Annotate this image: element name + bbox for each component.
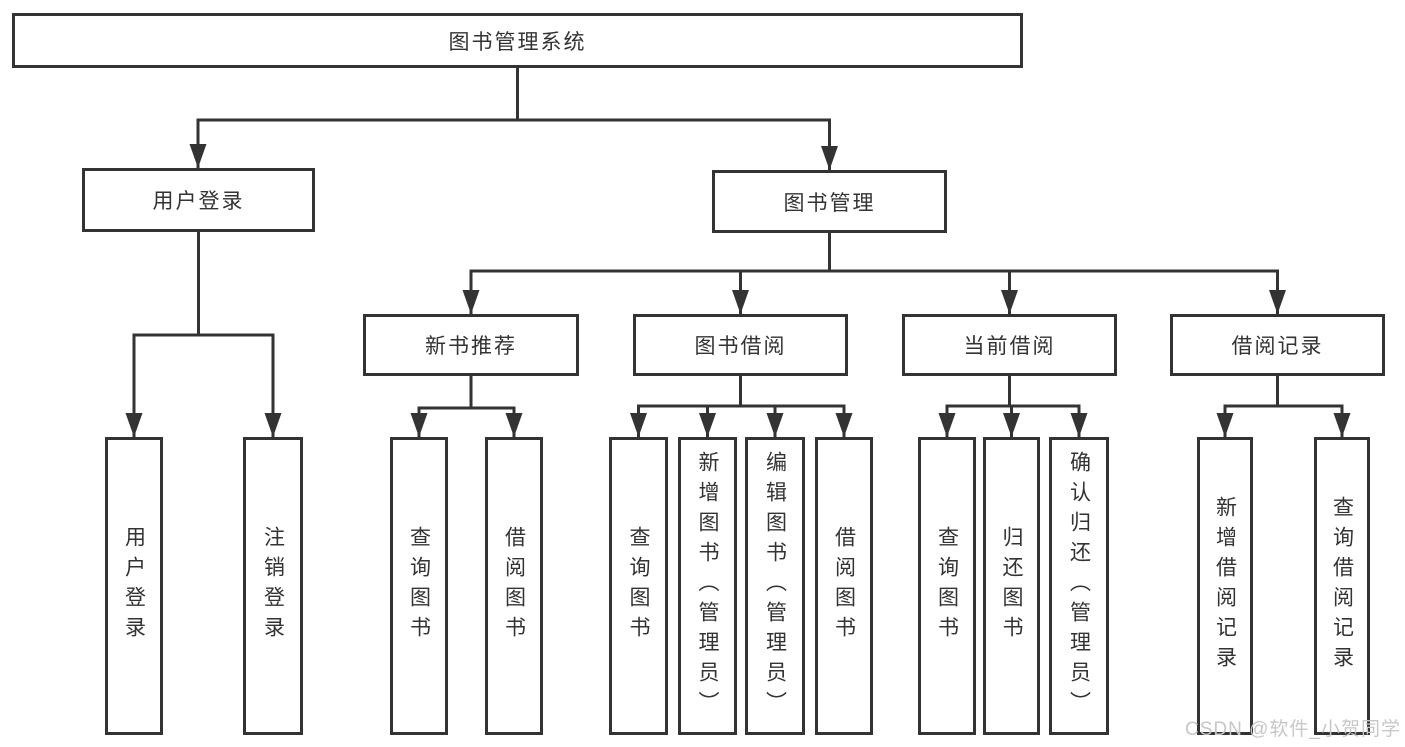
- leaf-borrowing-borrow-books: 借阅图书: [815, 437, 873, 735]
- node-current-borrowing: 当前借阅: [902, 314, 1117, 376]
- node-user-login: 用户登录: [82, 168, 315, 232]
- leaf-recommend-borrow-books-label: 借阅图书: [502, 526, 526, 646]
- leaf-current-confirm-return-admin: 确认归还（管理员）: [1049, 437, 1109, 735]
- leaf-logout-login: 注销登录: [243, 437, 303, 735]
- leaf-borrowing-query-books: 查询图书: [609, 437, 668, 735]
- node-book-borrowing-label: 图书借阅: [694, 335, 787, 358]
- node-new-book-recommend-label: 新书推荐: [425, 335, 517, 358]
- leaf-recommend-borrow-books: 借阅图书: [485, 437, 543, 735]
- leaf-recommend-query-books-label: 查询图书: [407, 526, 431, 646]
- watermark: CSDN @软件_小贺同学: [1185, 719, 1401, 740]
- leaf-records-query-borrow-record: 查询借阅记录: [1314, 437, 1370, 735]
- leaf-records-query-borrow-record-label: 查询借阅记录: [1330, 496, 1354, 676]
- leaf-borrowing-query-books-label: 查询图书: [627, 526, 650, 646]
- leaf-user-login-label: 用户登录: [122, 526, 146, 646]
- node-root-label: 图书管理系统: [448, 30, 587, 54]
- node-book-management: 图书管理: [712, 170, 947, 233]
- node-current-borrowing-label: 当前借阅: [963, 335, 1056, 358]
- leaf-user-login: 用户登录: [105, 437, 163, 735]
- leaf-borrowing-add-books-admin: 新增图书（管理员）: [678, 437, 737, 735]
- node-book-management-label: 图书管理: [783, 191, 876, 215]
- leaf-borrowing-add-books-admin-label: 新增图书（管理员）: [696, 451, 719, 721]
- leaf-current-query-books: 查询图书: [918, 437, 976, 735]
- node-new-book-recommend: 新书推荐: [363, 314, 579, 376]
- leaf-borrowing-edit-books-admin-label: 编辑图书（管理员）: [763, 451, 787, 721]
- leaf-records-add-borrow-record-label: 新增借阅记录: [1213, 496, 1237, 676]
- node-borrowing-records: 借阅记录: [1170, 314, 1385, 376]
- leaf-current-return-books-label: 归还图书: [1000, 526, 1023, 646]
- leaf-recommend-query-books: 查询图书: [390, 437, 448, 735]
- leaf-borrowing-borrow-books-label: 借阅图书: [832, 526, 856, 646]
- node-book-borrowing: 图书借阅: [633, 314, 848, 376]
- node-user-login-label: 用户登录: [152, 190, 245, 213]
- leaf-logout-login-label: 注销登录: [261, 526, 285, 646]
- leaf-current-return-books: 归还图书: [983, 437, 1040, 735]
- node-root: 图书管理系统: [12, 13, 1023, 68]
- leaf-borrowing-edit-books-admin: 编辑图书（管理员）: [745, 437, 805, 735]
- leaf-records-add-borrow-record: 新增借阅记录: [1197, 437, 1253, 735]
- leaf-current-confirm-return-admin-label: 确认归还（管理员）: [1067, 451, 1091, 721]
- node-borrowing-records-label: 借阅记录: [1231, 335, 1324, 358]
- leaf-current-query-books-label: 查询图书: [935, 526, 959, 646]
